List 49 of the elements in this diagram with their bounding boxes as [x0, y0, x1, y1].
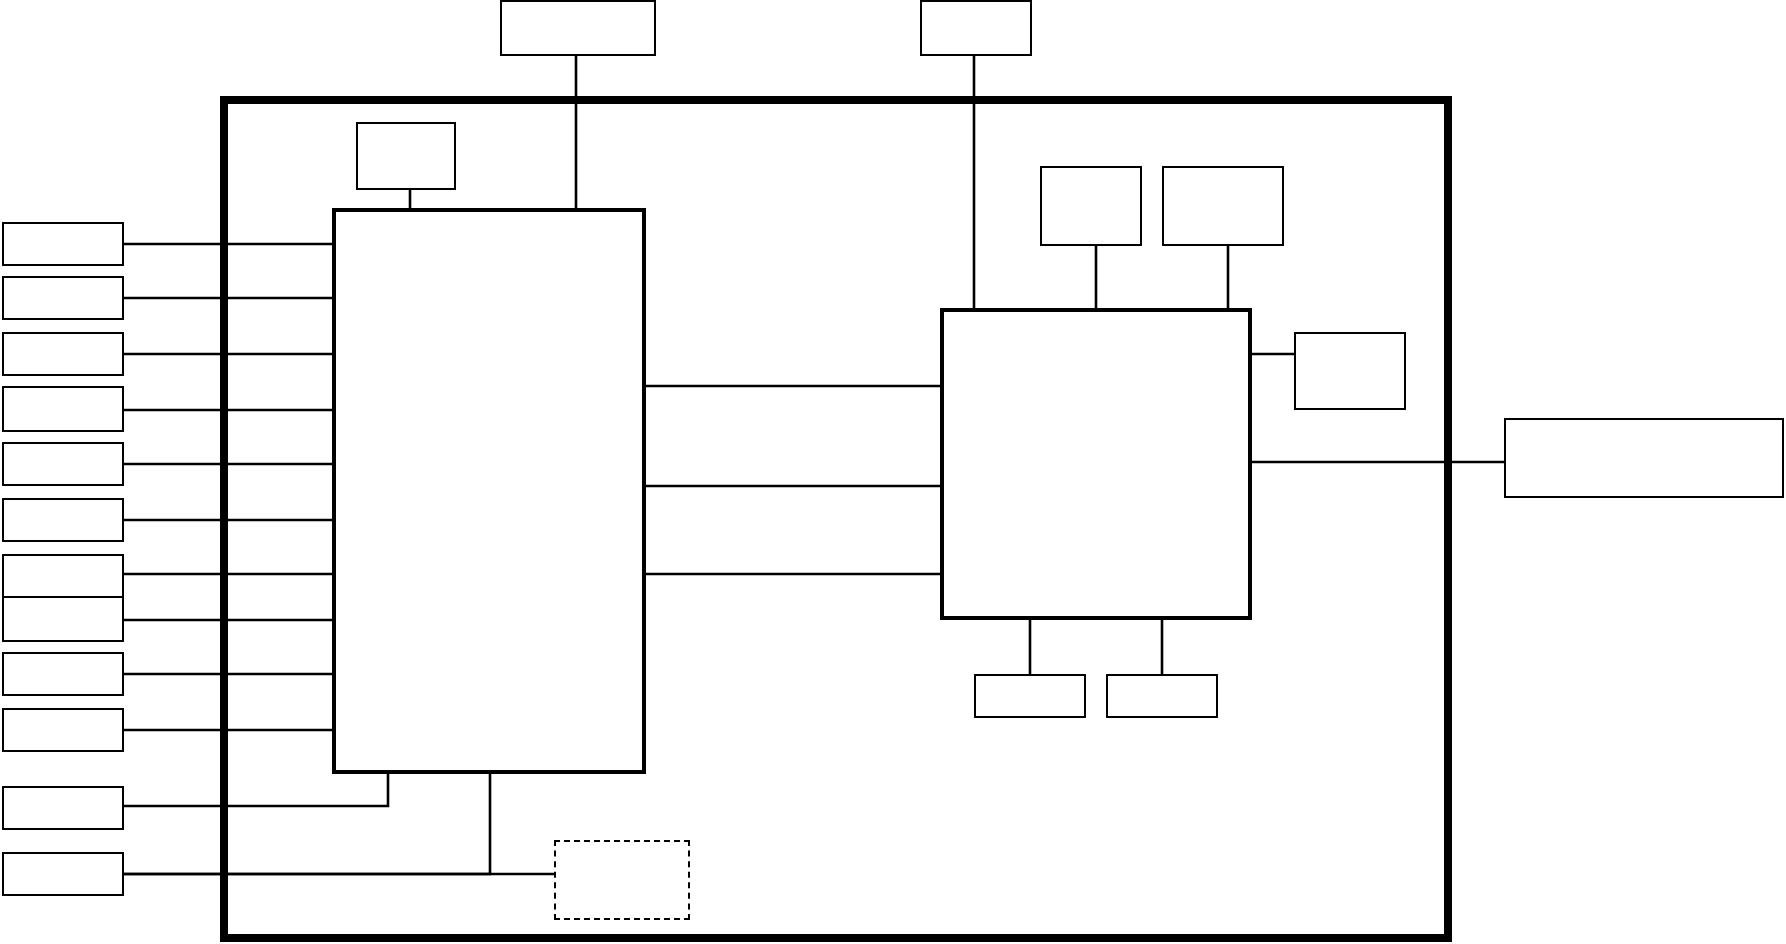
connector-line [646, 572, 940, 576]
connector-line [124, 872, 554, 876]
connector-line [1094, 246, 1098, 308]
connector-line [124, 572, 332, 576]
external-box [2, 442, 124, 486]
connector-line [646, 384, 940, 388]
connector-line [408, 190, 412, 208]
connector-line [124, 462, 332, 466]
external-box [2, 332, 124, 376]
external-box [2, 222, 124, 266]
connector-line [124, 672, 332, 676]
external-box [2, 498, 124, 542]
main-block [332, 208, 646, 774]
connector-line [1252, 352, 1294, 356]
external-box [920, 0, 1032, 56]
external-box [1504, 418, 1784, 498]
external-box [2, 554, 124, 598]
connector-line [124, 352, 332, 356]
outer-frame [220, 96, 1452, 942]
connector-line [972, 56, 976, 308]
connector-line [124, 728, 332, 732]
connector-line [124, 242, 332, 246]
connector-line [1252, 460, 1504, 464]
external-box [500, 0, 656, 56]
external-box [2, 276, 124, 320]
external-box [2, 596, 124, 642]
small-box [1106, 674, 1218, 718]
small-box [1162, 166, 1284, 246]
connector-line [124, 296, 332, 300]
connector-line [1028, 620, 1032, 674]
external-box [2, 386, 124, 432]
connector-line [646, 484, 940, 488]
external-box [2, 652, 124, 696]
connector-line [1160, 620, 1164, 674]
external-box [2, 852, 124, 896]
dashed-box [554, 840, 690, 920]
connector-line [124, 618, 332, 622]
module-block [940, 308, 1252, 620]
external-box [2, 708, 124, 752]
small-box [356, 122, 456, 190]
connector-line [1226, 246, 1230, 308]
connector-line [124, 408, 332, 412]
connector-line [574, 56, 578, 208]
small-box [1040, 166, 1142, 246]
connector-line [124, 774, 390, 808]
external-box [2, 786, 124, 830]
connector-line [124, 518, 332, 522]
small-box [1294, 332, 1406, 410]
small-box [974, 674, 1086, 718]
